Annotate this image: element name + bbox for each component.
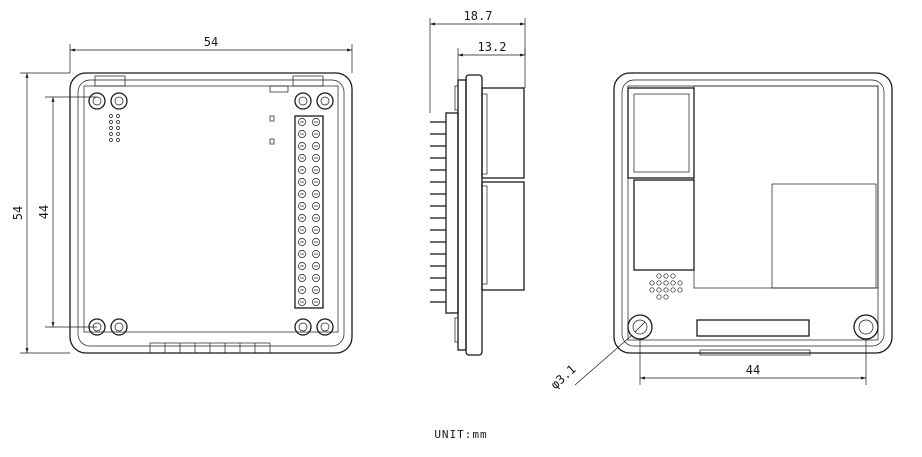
header-pin [312,202,320,210]
header-pin [312,238,320,246]
front-small-dot-grid [109,114,120,142]
small-dot [109,132,113,136]
back-hole-pitch-dimension: 44 [639,339,867,385]
header-pin [298,250,306,258]
small-dot [116,138,120,142]
side-total-depth-label: 18.7 [464,9,493,23]
header-pin [298,226,306,234]
front-pin-header [294,115,324,309]
header-pin [312,298,320,306]
back-dot [670,287,676,293]
back-dot [670,273,676,279]
header-pin [312,178,320,186]
side-body-depth-dimension: 13.2 [457,40,526,80]
header-pin [298,262,306,270]
header-pin [312,286,320,294]
small-dot [116,126,120,130]
back-hole-pitch-label: 44 [746,363,760,377]
back-dot [649,280,655,286]
small-dot [109,126,113,130]
header-pin [312,130,320,138]
small-dot [109,138,113,142]
small-dot [116,132,120,136]
header-pin [312,118,320,126]
header-pin [298,154,306,162]
side-pins [430,121,446,303]
side-body-depth-label: 13.2 [478,40,507,54]
back-dot [677,280,683,286]
back-dot [656,294,662,300]
small-dot [109,120,113,124]
front-hole-pitch-label: 44 [37,205,51,219]
header-pin [312,274,320,282]
front-height-dimension: 54 [11,72,70,354]
header-pin [312,262,320,270]
header-pin [298,298,306,306]
back-dot [670,280,676,286]
front-view: 54 54 44 [11,35,353,354]
front-width-dimension: 54 [69,35,353,73]
header-pin [312,190,320,198]
header-pin [298,214,306,222]
header-pin [298,166,306,174]
side-total-depth-dimension: 18.7 [429,9,526,113]
small-dot [109,114,113,118]
small-dot [116,120,120,124]
front-mounting-holes [88,92,334,336]
front-hole-pitch-dimension: 44 [37,96,97,328]
header-pin [312,166,320,174]
front-height-label: 54 [11,206,25,220]
back-dot [656,287,662,293]
header-pin [298,178,306,186]
header-pin [298,274,306,282]
hole-diameter-label: φ3.1 [548,362,579,392]
back-dot [663,280,669,286]
back-dot [677,287,683,293]
back-dot [656,280,662,286]
header-pin [298,130,306,138]
header-pin [298,286,306,294]
header-pin [298,190,306,198]
header-pin [312,214,320,222]
back-dot [663,287,669,293]
header-pin [312,154,320,162]
front-bottom-connector [149,342,271,354]
header-pin [298,238,306,246]
header-pin [298,202,306,210]
back-dot [663,273,669,279]
back-dot-cluster [649,273,683,300]
side-view: 18.7 13.2 [429,9,526,356]
back-dot [649,287,655,293]
unit-label: UNIT:mm [434,428,488,441]
header-pin [298,118,306,126]
small-dot [116,114,120,118]
back-view: φ3.1 44 [548,72,893,392]
header-pin [312,142,320,150]
header-pin [312,250,320,258]
hole-diameter-callout: φ3.1 [548,335,632,392]
back-dot [656,273,662,279]
front-width-label: 54 [204,35,218,49]
back-dot [663,294,669,300]
header-pin [312,226,320,234]
header-pin [298,142,306,150]
